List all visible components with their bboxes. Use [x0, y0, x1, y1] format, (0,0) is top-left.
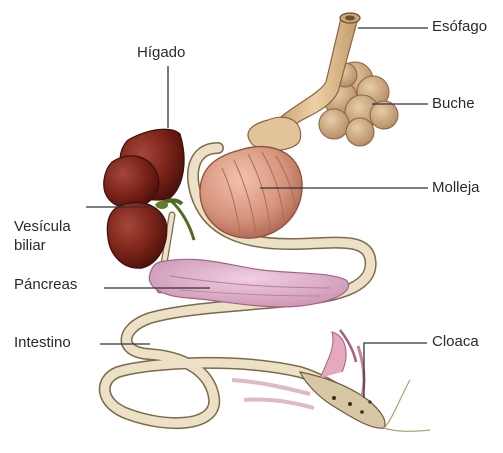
- label-esofago: Esófago: [432, 18, 487, 36]
- label-buche: Buche: [432, 95, 475, 113]
- label-intestino: Intestino: [14, 334, 71, 352]
- label-pancreas: Páncreas: [14, 276, 77, 294]
- label-cloaca: Cloaca: [432, 333, 479, 351]
- pancreas-organ: [149, 259, 348, 307]
- leader-cloaca: [364, 343, 427, 398]
- label-higado: Hígado: [137, 44, 185, 62]
- gizzard-organ: [200, 147, 302, 239]
- label-molleja: Molleja: [432, 179, 480, 197]
- label-vesicula-line2: biliar: [14, 237, 46, 255]
- cloaca-organ: [232, 330, 430, 431]
- label-vesicula-line1: Vesícula: [14, 218, 71, 236]
